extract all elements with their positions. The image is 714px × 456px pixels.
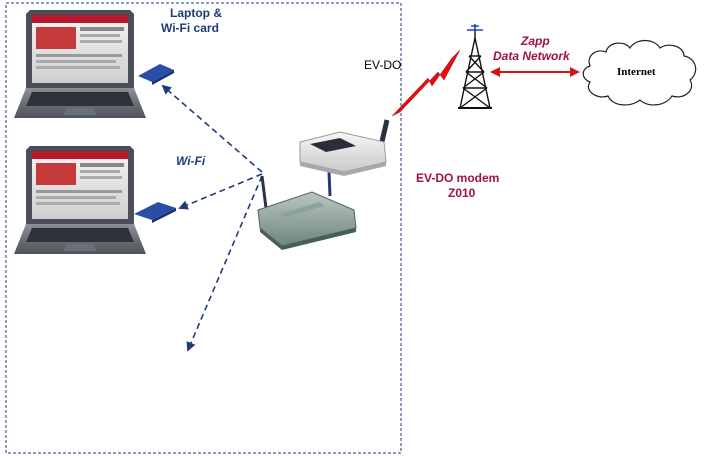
cell-tower — [458, 24, 492, 109]
wifi-router — [257, 171, 357, 250]
wifi-card-1 — [138, 64, 174, 85]
evdo-modem — [299, 119, 390, 176]
wifi-card-2 — [134, 202, 176, 223]
laptop-1 — [14, 10, 146, 118]
modem-label-line1: EV-DO modem — [416, 171, 500, 185]
internet-label: Internet — [617, 66, 656, 78]
modem-label-line2: Z010 — [448, 186, 476, 200]
laptop-2 — [14, 146, 146, 254]
zapp-label-line2: Data Network — [493, 49, 570, 63]
wifi-label: Wi-Fi — [176, 154, 206, 168]
laptop-label-line2: Wi-Fi card — [161, 21, 219, 35]
wifi-link-laptop-1 — [161, 84, 263, 173]
home-network-boundary — [5, 2, 402, 454]
evdo-wireless-link — [391, 49, 461, 117]
evdo-label: EV-DO — [364, 58, 402, 72]
zapp-label-line1: Zapp — [521, 34, 550, 48]
laptop-label-line1: Laptop & — [170, 6, 222, 20]
internet-cloud — [582, 39, 697, 106]
wifi-link-range — [186, 175, 263, 352]
wifi-link-laptop-2 — [178, 173, 263, 210]
